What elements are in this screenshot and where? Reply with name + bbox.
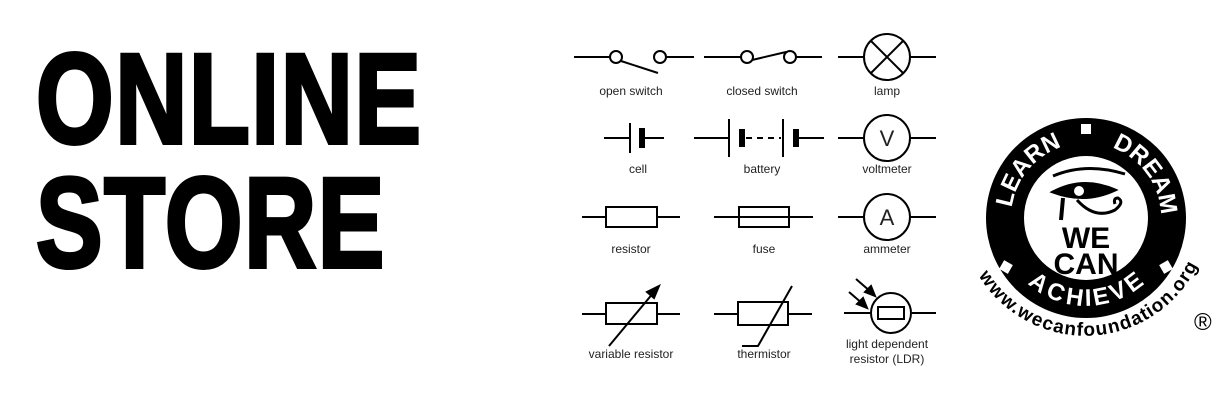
registered-mark-icon: ® [1194, 309, 1212, 336]
logo-we-text: WE [1062, 222, 1110, 255]
label-fuse: fuse [753, 242, 776, 256]
online-store-title: ONLINE STORE [34, 28, 532, 295]
title-line-store: STORE [34, 152, 386, 295]
ammeter-letter: A [880, 205, 895, 230]
label-resistor: resistor [611, 242, 650, 256]
voltmeter-icon [838, 114, 936, 162]
cell-icon [604, 123, 664, 153]
label-thermistor: thermistor [737, 347, 790, 361]
we-can-foundation-logo: LEARN DREAM ACHIEVE WE CAN www.wecanfoun… [974, 118, 1212, 341]
label-ammeter: ammeter [863, 242, 910, 256]
label-ldr-line1: light dependent [846, 337, 929, 351]
circuit-symbols-chart: open switch closed switch lamp cell batt… [574, 33, 936, 366]
label-cell: cell [629, 162, 647, 176]
label-voltmeter: voltmeter [862, 162, 911, 176]
eye-of-horus-icon [1049, 166, 1126, 221]
ldr-icon [844, 278, 936, 334]
label-closed-switch: closed switch [726, 84, 797, 98]
thermistor-icon [714, 285, 812, 347]
label-lamp: lamp [874, 84, 900, 98]
logo-dot-right [1159, 260, 1173, 274]
closed-switch-icon [704, 50, 822, 64]
label-battery: battery [744, 162, 781, 176]
logo-dot-top [1081, 124, 1091, 134]
lamp-icon [838, 33, 936, 81]
label-variable-resistor: variable resistor [589, 347, 674, 361]
label-open-switch: open switch [599, 84, 662, 98]
battery-icon [694, 119, 824, 157]
title-line-online: ONLINE [34, 28, 423, 171]
variable-resistor-icon [582, 283, 680, 347]
logo-can-text: CAN [1054, 248, 1119, 281]
voltmeter-letter: V [880, 126, 895, 151]
fuse-icon [714, 206, 813, 228]
label-ldr-line2: resistor (LDR) [850, 352, 925, 366]
logo-inner-circle [1024, 156, 1148, 280]
ammeter-icon [838, 193, 936, 241]
resistor-icon [582, 206, 680, 228]
logo-dot-left [999, 260, 1013, 274]
open-switch-icon [574, 50, 694, 74]
